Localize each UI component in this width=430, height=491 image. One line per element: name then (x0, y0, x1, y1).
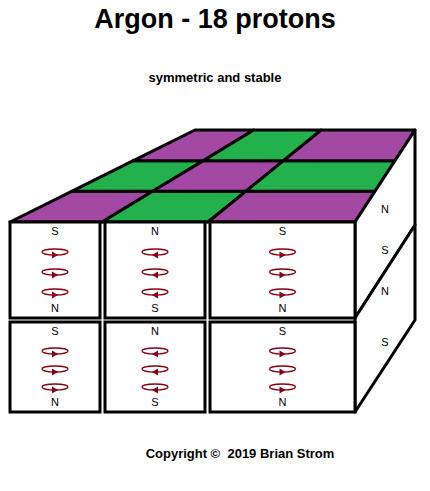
pole-letter: N (279, 396, 287, 409)
front-face (105, 222, 205, 318)
spin-arrow (42, 348, 68, 358)
spin-arrow (42, 366, 68, 376)
spin-arrowhead (152, 369, 158, 376)
pole-letter: S (381, 336, 388, 349)
front-face (210, 222, 355, 318)
pole-letter: S (151, 302, 158, 315)
side-face (355, 225, 415, 412)
spin-arrow (270, 366, 296, 376)
spin-arrow (270, 249, 296, 259)
spin-arrow (270, 289, 296, 299)
top-face-tile (246, 161, 395, 192)
spin-arrow (270, 269, 296, 279)
spin-arrowhead (52, 387, 58, 394)
spin-arrowhead (52, 351, 58, 358)
pole-face: NS (105, 222, 205, 318)
spin-arrowhead (280, 351, 286, 358)
pole-letter: S (279, 225, 286, 238)
title: Argon - 18 protons (0, 4, 430, 35)
spin-arrowhead (280, 292, 286, 299)
spin-arrowhead (152, 387, 158, 394)
pole-letter: S (51, 225, 58, 238)
pole-face: SN (10, 222, 100, 318)
pole-letter: S (279, 325, 286, 338)
pole-face: SN (210, 322, 355, 412)
spin-arrowhead (280, 272, 286, 279)
spin-arrow (42, 289, 68, 299)
spin-arrowhead (152, 252, 158, 259)
spin-arrowhead (280, 387, 286, 394)
pole-letter: S (51, 325, 58, 338)
pole-letter: N (51, 302, 59, 315)
pole-letter: N (381, 285, 389, 298)
spin-arrowhead (52, 272, 58, 279)
spin-arrow (142, 348, 168, 358)
spin-arrow (42, 384, 68, 394)
top-face-tile (284, 130, 415, 161)
pole-face: SN (210, 222, 355, 318)
front-face (10, 222, 100, 318)
spin-arrow (142, 366, 168, 376)
pole-letter: N (381, 203, 389, 216)
spin-arrow (142, 289, 168, 299)
spin-arrow (142, 384, 168, 394)
spin-arrow (270, 348, 296, 358)
top-face-tile (208, 191, 375, 222)
spin-arrowhead (52, 252, 58, 259)
spin-arrow (42, 269, 68, 279)
pole-face: NS (365, 200, 405, 260)
subtitle: symmetric and stable (0, 70, 430, 85)
pole-letter: N (51, 396, 59, 409)
pole-face: SN (10, 322, 100, 412)
spin-arrow (142, 249, 168, 259)
front-face (10, 322, 100, 412)
spin-arrowhead (152, 292, 158, 299)
spin-arrowhead (52, 369, 58, 376)
pole-letter: N (151, 225, 159, 238)
spin-arrowhead (280, 252, 286, 259)
spin-arrow (142, 269, 168, 279)
spin-arrowhead (152, 351, 158, 358)
spin-arrow (42, 249, 68, 259)
spin-arrow (270, 384, 296, 394)
spin-arrowhead (152, 272, 158, 279)
front-face (210, 322, 355, 412)
pole-face: NS (365, 282, 405, 352)
copyright-caption: Copyright © 2019 Brian Strom (60, 446, 420, 461)
pole-letter: N (279, 302, 287, 315)
spin-arrowhead (52, 292, 58, 299)
front-face (105, 322, 205, 412)
pole-letter: S (151, 396, 158, 409)
pole-letter: N (151, 325, 159, 338)
pole-letter: S (381, 244, 388, 257)
pole-face: NS (105, 322, 205, 412)
spin-arrowhead (280, 369, 286, 376)
